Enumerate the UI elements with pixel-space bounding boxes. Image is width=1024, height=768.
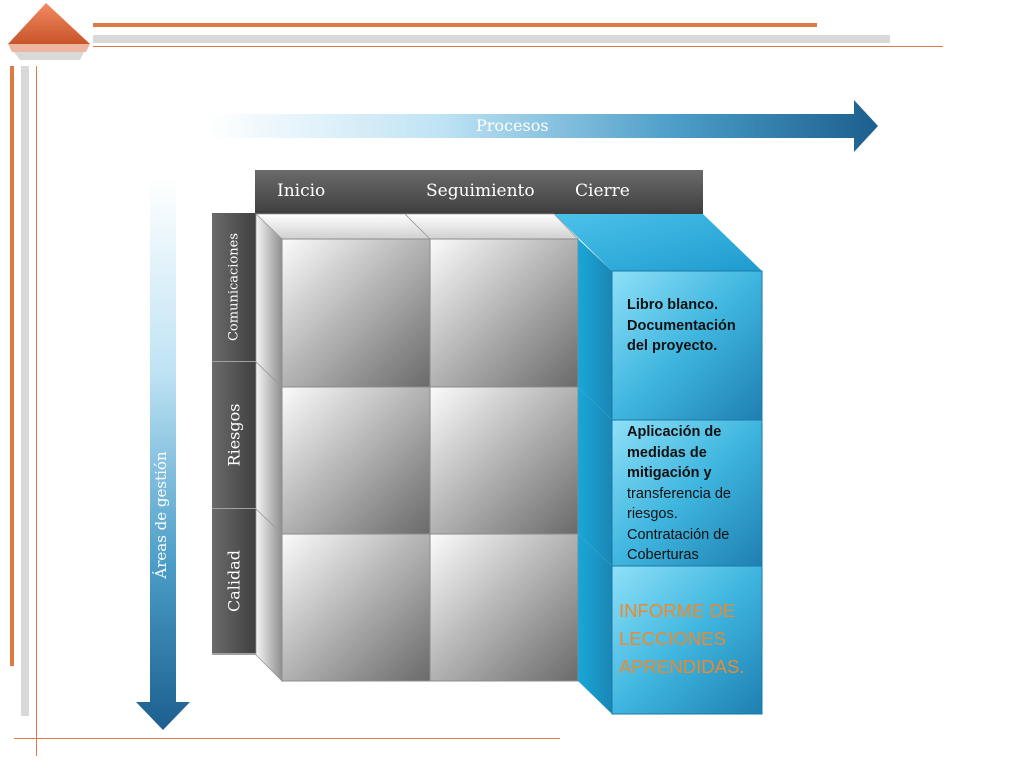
cube-side-cierre-comunicaciones bbox=[578, 239, 612, 420]
left-thin-orange-line bbox=[36, 66, 37, 756]
cell-riesgos-cierre bbox=[611, 419, 763, 567]
column-header-cierre: Cierre bbox=[553, 170, 703, 214]
bottom-orange-line bbox=[14, 738, 560, 739]
column-header-inicio: Inicio bbox=[255, 170, 405, 214]
column-label-cierre: Cierre bbox=[575, 181, 630, 201]
cube-side-comunicaciones bbox=[255, 213, 283, 388]
top-orange-bar bbox=[93, 23, 817, 27]
cell-calidad-cierre bbox=[611, 565, 763, 715]
areas-arrow bbox=[136, 178, 190, 730]
cube-top-seguimiento bbox=[404, 213, 579, 240]
column-header-seguimiento: Seguimiento bbox=[404, 170, 554, 214]
cube-side-cierre-riesgos bbox=[578, 387, 612, 566]
cube-side-riesgos bbox=[255, 361, 283, 535]
row-label-calidad: Calidad bbox=[212, 509, 256, 655]
cell-calidad-inicio bbox=[281, 533, 431, 682]
top-grey-bar bbox=[93, 35, 890, 43]
cell-calidad-seguimiento bbox=[429, 533, 579, 682]
cell-comunicaciones-seguimiento bbox=[429, 238, 579, 388]
column-label-seguimiento: Seguimiento bbox=[426, 181, 535, 201]
cube-top-cierre bbox=[554, 214, 762, 271]
cierre-riesgos-text-rest: transferencia de riesgos. Contratación d… bbox=[627, 485, 731, 564]
cell-riesgos-inicio bbox=[281, 386, 431, 535]
cell-comunicaciones-cierre bbox=[611, 270, 763, 421]
cierre-comunicaciones-text: Libro blanco. Documentación del proyecto… bbox=[627, 297, 736, 354]
corner-triangle-logo bbox=[8, 3, 90, 60]
cell-riesgos-seguimiento bbox=[429, 386, 579, 535]
cube-side-cierre-calidad bbox=[578, 534, 612, 714]
top-thin-orange-line bbox=[93, 46, 943, 47]
processes-arrow bbox=[208, 100, 878, 152]
left-grey-bar bbox=[21, 66, 29, 716]
cell-comunicaciones-inicio bbox=[281, 238, 431, 388]
cierre-riesgos-text-block: Aplicación de medidas de mitigación y tr… bbox=[627, 422, 755, 566]
cierre-riesgos-text-bold: Aplicación de medidas de mitigación y bbox=[627, 424, 722, 481]
cierre-calidad-text: INFORME DE LECCIONES APRENDIDAS. bbox=[619, 600, 745, 677]
cube-top-inicio bbox=[255, 213, 431, 240]
left-orange-bar bbox=[10, 66, 14, 666]
processes-label: Procesos bbox=[476, 116, 549, 135]
cube-side-calidad bbox=[255, 508, 283, 682]
column-label-inicio: Inicio bbox=[277, 181, 326, 201]
